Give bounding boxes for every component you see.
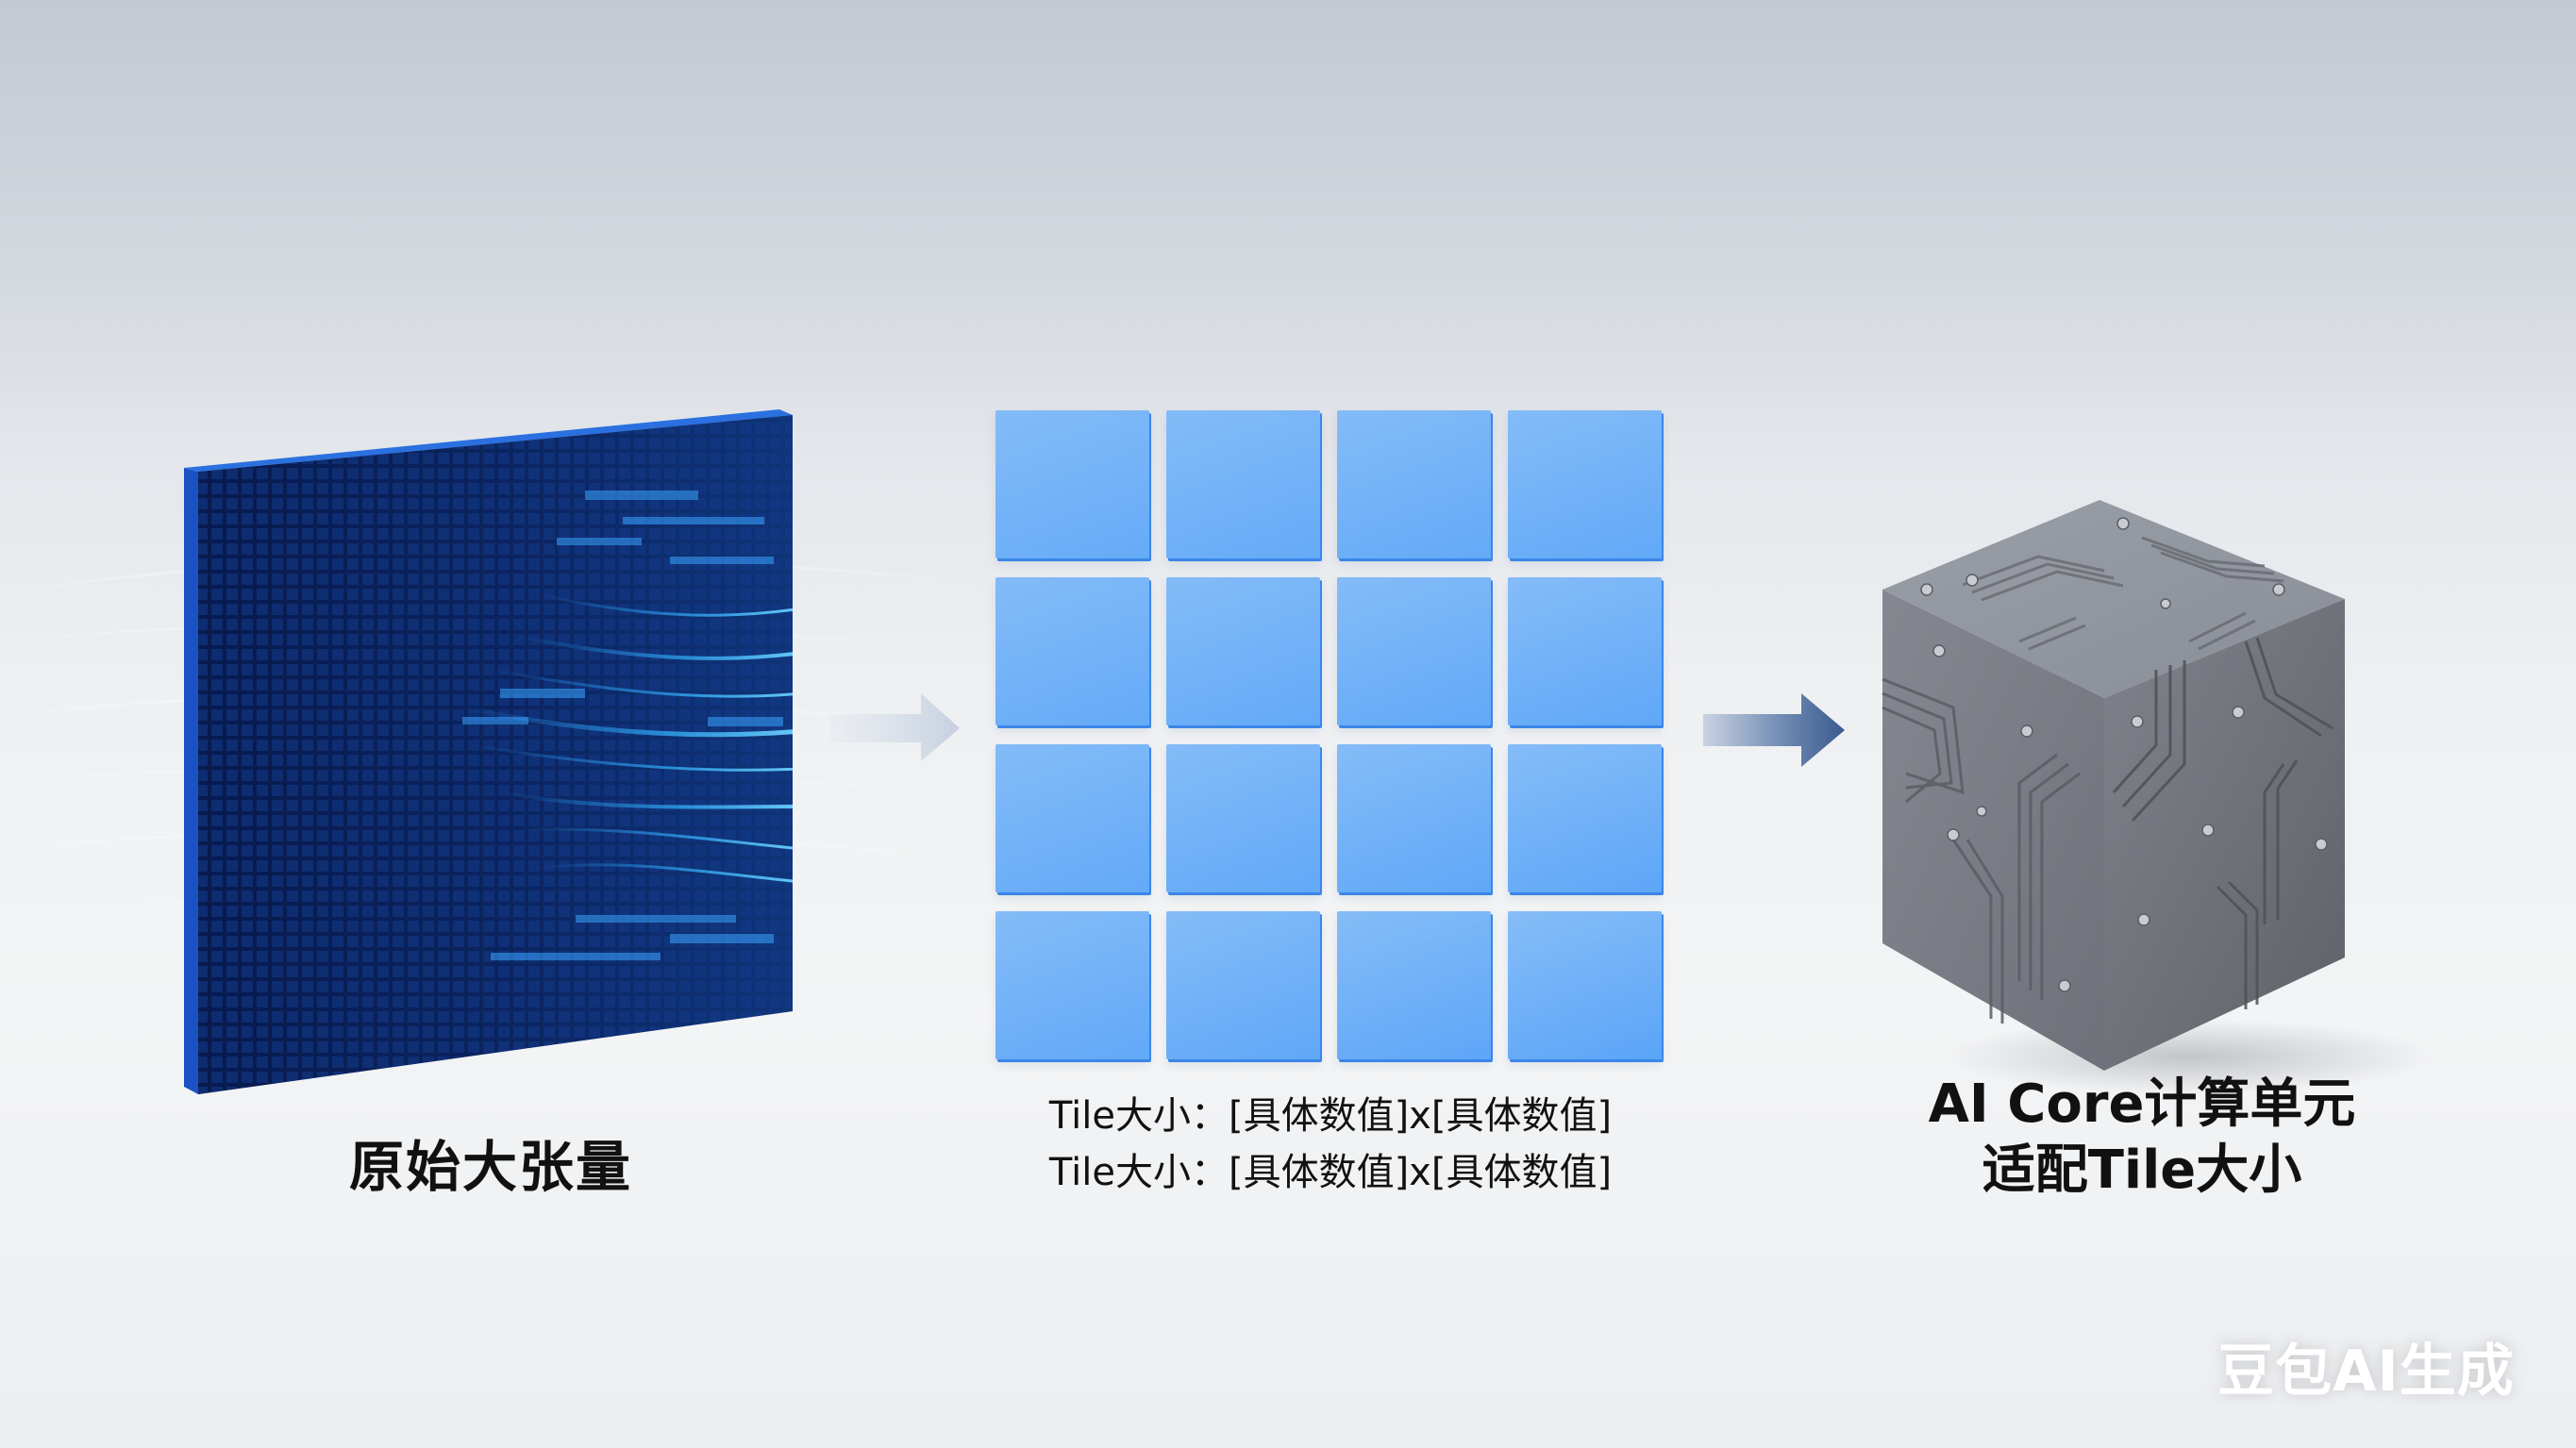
tile	[1166, 410, 1320, 558]
tile	[1337, 577, 1491, 725]
tile	[1337, 410, 1491, 558]
tile	[1508, 577, 1662, 725]
tile	[995, 410, 1149, 558]
ai-core-cube	[1849, 481, 2434, 1104]
tile-size-label-2: Tile大小：[具体数值]x[具体数值]	[1048, 1151, 1613, 1194]
tile	[1337, 911, 1491, 1059]
tile-size-label-1: Tile大小：[具体数值]x[具体数值]	[1048, 1094, 1613, 1138]
tile	[1508, 744, 1662, 892]
tensor-label: 原始大张量	[348, 1135, 632, 1199]
arrow-right-icon	[830, 693, 960, 761]
tile	[995, 577, 1149, 725]
ai-core-label-2: 适配Tile大小	[1982, 1140, 2302, 1201]
tile	[1508, 911, 1662, 1059]
tile	[995, 744, 1149, 892]
tensor-panel	[179, 406, 802, 1104]
tile	[995, 911, 1149, 1059]
watermark: 豆包AI生成	[2217, 1339, 2515, 1405]
arrow-right-icon	[1703, 693, 1845, 767]
ai-core-label-1: AI Core计算单元	[1928, 1074, 2356, 1135]
tile	[1166, 744, 1320, 892]
tile	[1337, 744, 1491, 892]
tile	[1508, 410, 1662, 558]
tensor-panel-graphic	[184, 409, 793, 1094]
tile	[1166, 911, 1320, 1059]
tile-grid	[995, 410, 1662, 1059]
circuit-cube-icon	[1882, 500, 2434, 1094]
tile	[1166, 577, 1320, 725]
